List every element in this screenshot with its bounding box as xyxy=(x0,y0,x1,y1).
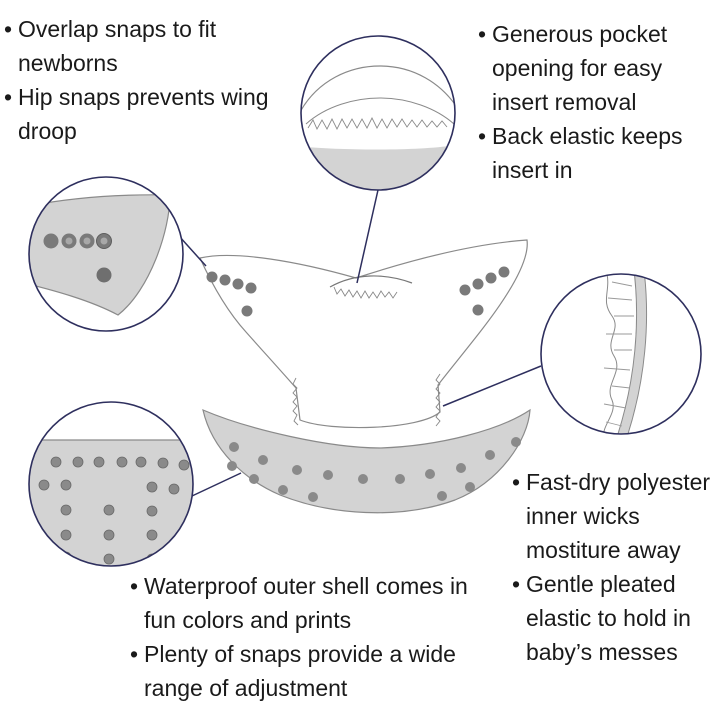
feature-list-bottom-left: Waterproof outer shell comes in fun colo… xyxy=(130,569,505,705)
pocket-opening xyxy=(329,275,413,288)
pocket-shell-fill xyxy=(301,144,455,190)
callout-hip-snaps xyxy=(28,176,184,332)
snap xyxy=(60,479,72,491)
feature-hip-snaps: Hip snaps prevents wing droop xyxy=(4,80,304,148)
snap xyxy=(292,465,302,475)
snap xyxy=(50,456,62,468)
feature-overlap-snaps: Overlap snaps to fit newborns xyxy=(4,12,304,80)
snap xyxy=(425,469,435,479)
wing-snaps-right xyxy=(459,266,510,316)
snap xyxy=(219,274,231,286)
callout-pocket-opening xyxy=(300,35,456,191)
snap xyxy=(456,463,466,473)
snap xyxy=(395,474,405,484)
snap xyxy=(60,529,72,541)
snap xyxy=(485,450,495,460)
snap xyxy=(103,504,115,516)
leader-bottom-left xyxy=(191,472,242,497)
snap xyxy=(465,482,475,492)
feature-back-elastic: Back elastic keeps insert in xyxy=(478,119,713,187)
feature-list-top-left: Overlap snaps to fit newborns Hip snaps … xyxy=(4,12,304,148)
elastic-pleats xyxy=(602,274,618,434)
leg-elastic-right xyxy=(435,373,441,427)
feature-pocket-opening: Generous pocket opening for easy insert … xyxy=(478,17,713,119)
snap xyxy=(93,456,105,468)
snap xyxy=(459,284,471,296)
snap xyxy=(485,272,497,284)
snap xyxy=(60,504,72,516)
snap xyxy=(146,529,158,541)
leader-right xyxy=(442,365,542,407)
callout-leaders xyxy=(169,189,542,497)
callout-ring xyxy=(28,176,184,332)
feature-list-bottom-right: Fast-dry polyester inner wicks mostiture… xyxy=(512,465,720,669)
callout-ring xyxy=(28,401,194,567)
snap xyxy=(323,470,333,480)
snap xyxy=(96,267,112,283)
snap xyxy=(249,474,259,484)
snap xyxy=(103,553,115,565)
pocket-ruffle xyxy=(333,286,398,299)
snap xyxy=(308,492,318,502)
feature-plenty-of-snaps: Plenty of snaps provide a wide range of … xyxy=(130,637,505,705)
pocket-callout-ruffle xyxy=(307,116,448,131)
snap xyxy=(116,456,128,468)
snap xyxy=(135,456,147,468)
snap xyxy=(146,481,158,493)
snap xyxy=(146,505,158,517)
snap xyxy=(498,266,510,278)
snap xyxy=(206,271,218,283)
snap xyxy=(472,278,484,290)
callout-snap-grid xyxy=(28,401,194,567)
snap xyxy=(232,278,244,290)
feature-fast-dry-inner: Fast-dry polyester inner wicks mostiture… xyxy=(512,465,720,567)
snap xyxy=(358,474,368,484)
snap xyxy=(168,483,180,495)
snap xyxy=(103,529,115,541)
callout-leg-elastic xyxy=(540,273,702,435)
leg-elastic-left xyxy=(292,377,299,426)
diaper-inner-layer xyxy=(199,239,528,429)
snap xyxy=(157,457,169,469)
snap xyxy=(72,456,84,468)
snap xyxy=(229,442,239,452)
wing-snaps-left xyxy=(206,271,257,317)
leader-top-right xyxy=(356,189,379,284)
snap xyxy=(245,282,257,294)
front-snaps xyxy=(227,437,521,502)
callout-ring xyxy=(540,273,702,435)
snap xyxy=(38,479,50,491)
snap xyxy=(227,461,237,471)
wing-tip-fill xyxy=(29,194,171,316)
feature-list-top-right: Generous pocket opening for easy insert … xyxy=(478,17,713,187)
snap xyxy=(278,485,288,495)
snap xyxy=(241,305,253,317)
snap xyxy=(178,459,190,471)
snap xyxy=(43,233,59,249)
elastic-shell-edge xyxy=(615,274,648,434)
snap xyxy=(472,304,484,316)
snap xyxy=(258,455,268,465)
feature-pleated-elastic: Gentle pleated elastic to hold in baby’s… xyxy=(512,567,720,669)
feature-waterproof-shell: Waterproof outer shell comes in fun colo… xyxy=(130,569,505,637)
snap xyxy=(437,491,447,501)
snap xyxy=(511,437,521,447)
